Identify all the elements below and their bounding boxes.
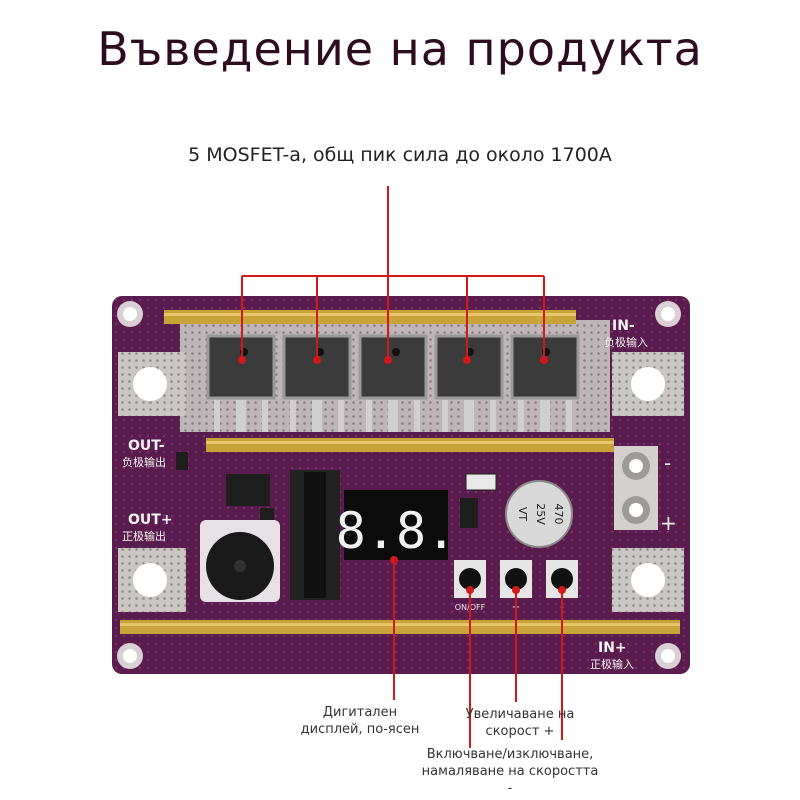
mounting-holes [117,301,681,669]
mosfet [358,334,428,432]
terminal-plus-silk: + [660,511,677,535]
in-plus-cn-label: 正极输入 [590,657,634,671]
increase-callout-label: Увеличаване на скорост + [465,707,575,739]
callout-dots [238,356,566,594]
silkscreen-labels: IN- 负极输入 OUT- 负极输出 OUT+ 正极输出 IN+ 正极输入 [122,318,648,671]
capacitor: 470 25V VT [505,480,573,548]
seven-segment-display: 8.8. [336,490,456,560]
screw-terminals: - + [614,446,677,535]
mosfet [434,334,504,432]
out-plus-label: OUT+ [128,512,173,528]
capacitor-label-3: VT [516,507,529,522]
mosfet-caption: 5 MOSFET-а, общ пик сила до около 1700А [188,144,612,166]
small-components [176,452,497,530]
terminal-minus-silk: - [664,451,671,475]
capacitor-label-1: 470 [552,504,565,525]
mosfet [510,334,580,432]
display-callout-label: Дигитален дисплей, по-ясен [300,705,420,737]
callout-lines [241,186,563,748]
ic-chip [290,470,340,600]
out-plus-cn-label: 正极输出 [122,529,166,543]
out-minus-label: OUT- [128,438,165,454]
in-minus-label: IN- [612,318,635,334]
capacitor-label-2: 25V [534,503,547,525]
mosfet-row [206,334,580,432]
in-minus-cn-label: 负极输入 [604,335,648,349]
mosfet [206,334,276,432]
gold-bus-bars [120,310,680,634]
page-title: Въведение на продукта [97,22,703,76]
onoff-callout-label: Включване/изключване, намаляване на скор… [421,747,599,796]
display-digits: 8.8. [336,502,456,560]
out-minus-cn-label: 负极输出 [122,455,166,469]
in-plus-label: IN+ [598,640,627,656]
buzzer [200,520,280,602]
